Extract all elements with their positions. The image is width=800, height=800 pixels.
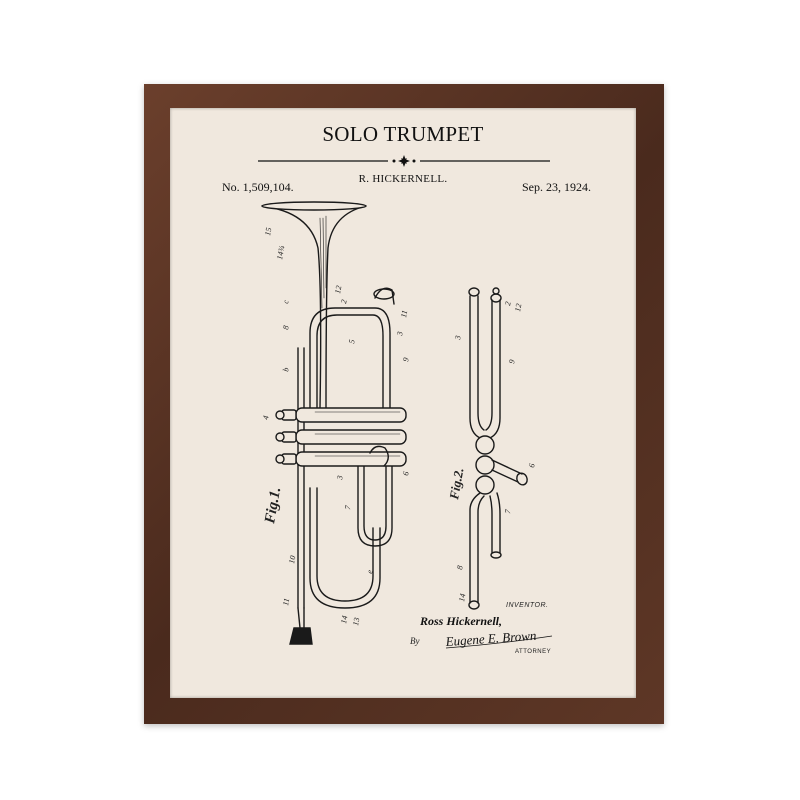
svg-text:b: b xyxy=(281,367,291,373)
svg-text:3: 3 xyxy=(395,331,405,337)
svg-text:4: 4 xyxy=(261,415,271,421)
svg-text:14: 14 xyxy=(339,615,349,624)
svg-text:6: 6 xyxy=(401,471,411,477)
svg-text:14: 14 xyxy=(457,593,467,602)
attorney-signature: Eugene E. Brown xyxy=(444,628,537,649)
page-title: SOLO TRUMPET xyxy=(322,122,484,146)
inventor-caption: INVENTOR. xyxy=(506,602,549,609)
figure-1-callouts: 15 14¾ c 8 b 4 12 2 11 3 5 9 3 6 7 10 11… xyxy=(261,227,411,626)
svg-text:10: 10 xyxy=(287,555,297,564)
signature-underline xyxy=(445,635,553,649)
trumpet-figure-1 xyxy=(261,201,407,645)
svg-text:11: 11 xyxy=(399,309,409,318)
patent-print: SOLO TRUMPET R. HICKERNELL. No. 1,509,10… xyxy=(170,108,636,698)
ornamental-divider xyxy=(258,155,550,167)
by-label: By xyxy=(410,636,420,646)
figure-1-label: Fig.1. xyxy=(262,486,284,526)
svg-text:7: 7 xyxy=(343,504,353,510)
svg-text:11: 11 xyxy=(281,597,291,606)
svg-text:7: 7 xyxy=(503,508,513,514)
svg-text:3: 3 xyxy=(335,475,345,481)
svg-text:5: 5 xyxy=(347,339,357,345)
svg-text:e: e xyxy=(365,569,375,575)
figure-2-callouts: 3 2 12 9 6 7 8 14 xyxy=(453,301,537,603)
figure-2-label: Fig.2. xyxy=(446,467,466,502)
svg-text:13: 13 xyxy=(351,617,361,626)
patent-date: Sep. 23, 1924. xyxy=(522,180,591,194)
patent-drawing: 15 14¾ c 8 b 4 12 2 11 3 5 9 3 6 7 10 11… xyxy=(261,201,553,649)
star-ornament-icon xyxy=(398,155,410,167)
svg-text:2: 2 xyxy=(339,299,349,305)
svg-text:15: 15 xyxy=(263,227,273,236)
svg-text:3: 3 xyxy=(453,335,463,341)
valve-figure-2 xyxy=(468,287,528,610)
svg-text:12: 12 xyxy=(333,285,343,294)
svg-text:12: 12 xyxy=(513,303,523,312)
svg-text:6: 6 xyxy=(527,463,537,469)
patent-number: No. 1,509,104. xyxy=(222,180,294,194)
svg-text:2: 2 xyxy=(503,301,513,307)
inventor-name: Ross Hickernell, xyxy=(420,614,503,628)
svg-text:8: 8 xyxy=(281,325,291,331)
svg-text:8: 8 xyxy=(455,565,465,571)
attorney-caption: ATTORNEY xyxy=(515,649,552,655)
svg-text:14¾: 14¾ xyxy=(275,245,286,260)
svg-text:c: c xyxy=(281,299,291,305)
svg-text:9: 9 xyxy=(401,357,411,363)
inventor-heading: R. HICKERNELL. xyxy=(358,173,448,185)
svg-text:9: 9 xyxy=(507,359,517,365)
